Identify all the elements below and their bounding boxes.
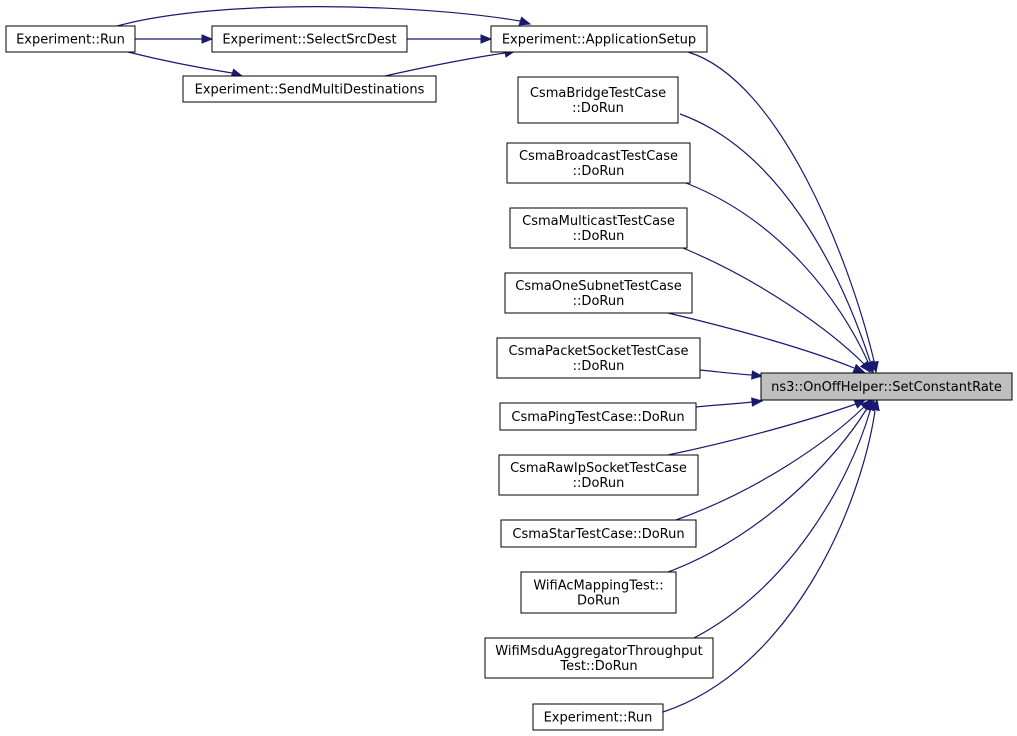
edge-csma_multicast-to-set_constant_rate (682, 247, 871, 374)
node-label: Experiment::SelectSrcDest (222, 33, 396, 48)
node-box (520, 571, 677, 614)
arrowhead (852, 363, 866, 373)
node-box (506, 142, 691, 184)
node-box (182, 75, 437, 103)
edge-csma_broadcast-to-set_constant_rate (685, 182, 873, 374)
edge-line (667, 312, 855, 369)
edge-exp_run_bottom-to-set_constant_rate (662, 398, 880, 713)
edge-line (675, 406, 865, 521)
node-csma-packet-socket[interactable]: CsmaPacketSocketTestCase::DoRun (496, 337, 701, 379)
node-box (490, 25, 708, 53)
node-exp-run-top[interactable]: Experiment::Run (5, 25, 136, 53)
node-box (211, 25, 408, 53)
arrowhead (751, 397, 764, 407)
node-label: Experiment::ApplicationSetup (502, 33, 696, 48)
node-csma-star[interactable]: CsmaStarTestCase::DoRun (500, 519, 697, 548)
edge-line (679, 113, 871, 362)
node-csma-ping[interactable]: CsmaPingTestCase::DoRun (499, 402, 697, 431)
node-label: Experiment::Run (544, 711, 653, 726)
node-box (509, 207, 688, 249)
edge-exp_run_top-to-app_setup (116, 6, 532, 27)
edge-csma_one_subnet-to-set_constant_rate (667, 312, 866, 373)
edge-send_multi-to-app_setup (384, 48, 517, 77)
node-label: CsmaMulticastTestCase (522, 214, 675, 229)
node-label: ::DoRun (573, 294, 625, 309)
node-label: CsmaStarTestCase::DoRun (512, 527, 684, 542)
arrowhead (201, 34, 214, 44)
node-box (532, 703, 664, 731)
node-label: CsmaBridgeTestCase (530, 86, 666, 101)
arrowhead (480, 34, 493, 44)
edge-csma_bridge-to-set_constant_rate (679, 113, 875, 374)
arrowhead (859, 360, 871, 374)
node-set-constant-rate[interactable]: ns3::OnOffHelper::SetConstantRate (760, 372, 1013, 401)
edge-exp_run_top-to-send_multi (127, 51, 244, 78)
edge-line (687, 51, 875, 362)
node-box (760, 372, 1013, 401)
node-label: CsmaRawIpSocketTestCase (510, 461, 687, 476)
edge-select_src_dest-to-app_setup (407, 34, 493, 44)
node-box (504, 272, 693, 314)
edge-line (127, 51, 233, 74)
arrowhead (751, 370, 764, 380)
arrowhead (870, 398, 880, 412)
node-send-multi[interactable]: Experiment::SendMultiDestinations (182, 75, 437, 103)
node-box (496, 337, 701, 379)
node-label: CsmaOneSubnetTestCase (515, 279, 681, 294)
node-label: Experiment::SendMultiDestinations (195, 83, 425, 98)
node-csma-raw-ip[interactable]: CsmaRawIpSocketTestCase::DoRun (498, 454, 699, 496)
node-box (517, 76, 679, 124)
node-box (500, 519, 697, 548)
node-wifi-ac-mapping[interactable]: WifiAcMappingTest::DoRun (520, 571, 677, 614)
node-label: ::DoRun (572, 101, 624, 116)
edge-line (685, 182, 869, 363)
node-csma-bridge[interactable]: CsmaBridgeTestCase::DoRun (517, 76, 679, 124)
node-select-src-dest[interactable]: Experiment::SelectSrcDest (211, 25, 408, 53)
node-box (498, 454, 699, 496)
node-label: CsmaBroadcastTestCase (519, 149, 678, 164)
node-label: WifiAcMappingTest:: (533, 579, 663, 594)
edge-line (695, 401, 753, 408)
edge-line (699, 369, 753, 376)
edge-line (662, 410, 876, 713)
edge-csma_raw_ip-to-set_constant_rate (667, 399, 867, 456)
node-label: ns3::OnOffHelper::SetConstantRate (771, 380, 1002, 395)
edge-exp_run_top-to-select_src_dest (135, 34, 214, 44)
node-box (484, 637, 714, 679)
arrowhead (518, 16, 532, 26)
node-label: CsmaPingTestCase::DoRun (511, 410, 684, 425)
edge-layer (116, 6, 880, 713)
node-label: Experiment::Run (16, 33, 125, 48)
node-label: Test::DoRun (559, 659, 637, 674)
edge-line (689, 410, 871, 641)
node-label: ::DoRun (573, 229, 625, 244)
node-csma-one-subnet[interactable]: CsmaOneSubnetTestCase::DoRun (504, 272, 693, 314)
edge-line (384, 52, 506, 77)
node-box (5, 25, 136, 53)
edge-csma_star-to-set_constant_rate (675, 399, 872, 521)
node-label: ::DoRun (573, 359, 625, 374)
node-csma-broadcast[interactable]: CsmaBroadcastTestCase::DoRun (506, 142, 691, 184)
node-exp-run-bottom[interactable]: Experiment::Run (532, 703, 664, 731)
edge-csma_ping-to-set_constant_rate (695, 397, 764, 408)
node-layer: Experiment::Run Experiment::SelectSrcDest… (5, 25, 1013, 731)
node-label: WifiMsduAggregatorThroughput (495, 644, 702, 659)
node-label: DoRun (577, 594, 620, 609)
edge-line (116, 6, 521, 27)
node-box (499, 402, 697, 431)
edge-line (667, 403, 857, 456)
edge-line (682, 247, 865, 365)
node-csma-multicast[interactable]: CsmaMulticastTestCase::DoRun (509, 207, 688, 249)
edge-csma_packet_socket-to-set_constant_rate (699, 369, 764, 380)
node-label: CsmaPacketSocketTestCase (509, 344, 689, 359)
edge-app_setup-to-set_constant_rate (687, 51, 879, 374)
node-label: ::DoRun (573, 164, 625, 179)
edge-wifi_msdu-to-set_constant_rate (689, 398, 875, 641)
node-label: ::DoRun (573, 476, 625, 491)
node-app-setup[interactable]: Experiment::ApplicationSetup (490, 25, 708, 53)
edge-line (659, 409, 867, 576)
